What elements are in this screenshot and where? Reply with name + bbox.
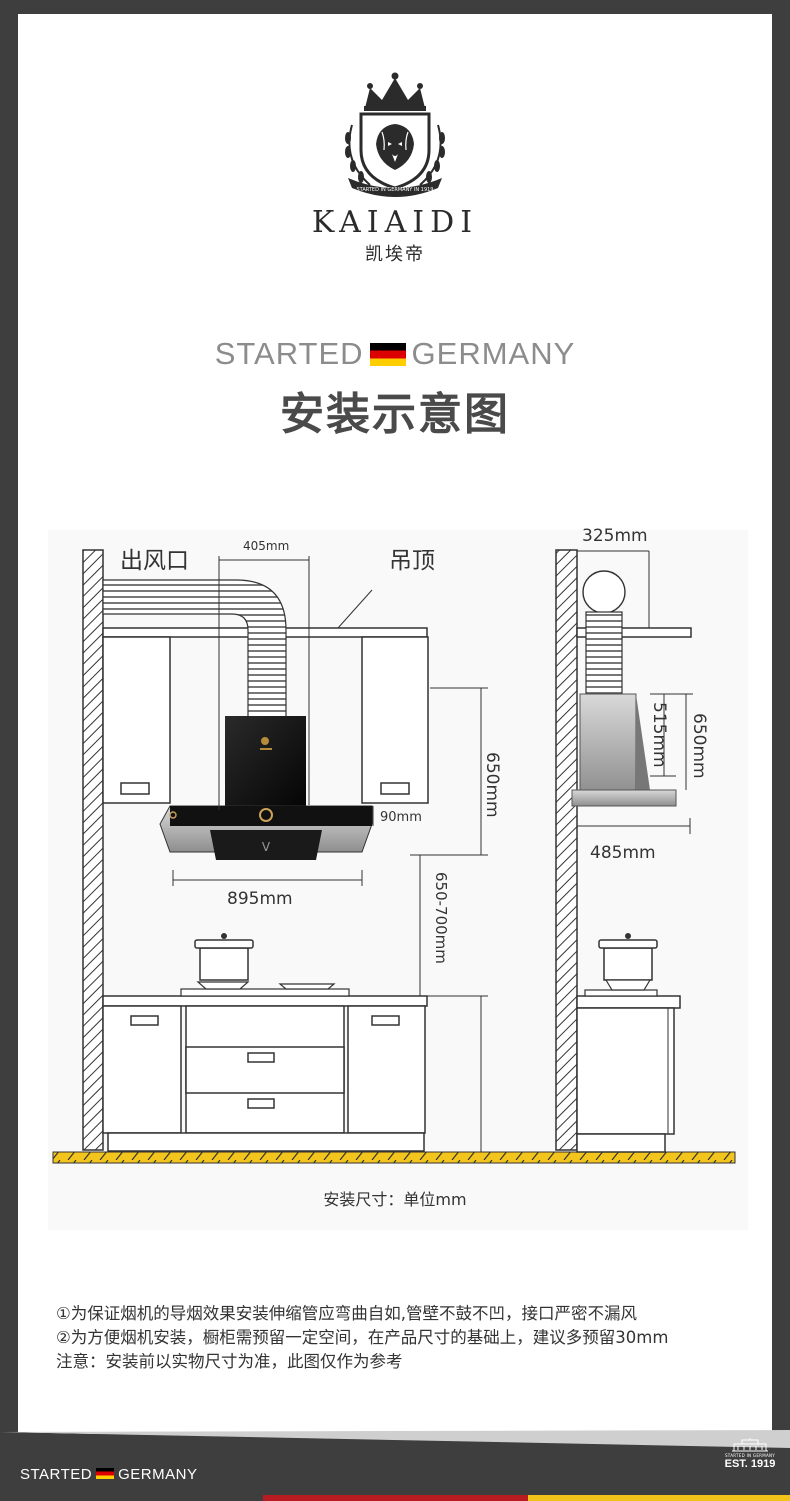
floor-strip bbox=[52, 1151, 736, 1164]
svg-text:STARTED IN GERMANY IN 1919: STARTED IN GERMANY IN 1919 bbox=[357, 187, 434, 193]
label-325mm: 325mm bbox=[582, 526, 648, 546]
building-icon bbox=[732, 1438, 768, 1452]
side-view bbox=[555, 549, 693, 1153]
label-outlet: 出风口 bbox=[120, 548, 189, 574]
note-2: ②为方便烟机安装，橱柜需预留一定空间，在产品尺寸的基础上，建议多预留30mm bbox=[56, 1328, 669, 1347]
brand-name-cn: 凯埃帝 bbox=[365, 244, 425, 265]
brand-name: KAIAIDI bbox=[311, 205, 479, 240]
label-90mm: 90mm bbox=[380, 810, 422, 825]
label-485mm: 485mm bbox=[590, 843, 656, 863]
label-515mm: 515mm bbox=[649, 702, 669, 768]
est-badge: STARTED IN GERMANY EST. 1919 bbox=[724, 1436, 776, 1482]
page-title: 安装示意图 bbox=[280, 389, 510, 440]
footer-started-germany: STARTED GERMANY bbox=[20, 1466, 197, 1483]
footer-flag-icon bbox=[96, 1468, 115, 1479]
front-view: V bbox=[82, 549, 488, 1152]
label-650mm-side: 650mm bbox=[689, 713, 709, 779]
started-germany-heading: STARTED GERMANY bbox=[0, 336, 790, 372]
front-wall bbox=[82, 549, 104, 1151]
german-flag-icon bbox=[369, 343, 406, 366]
installation-notes: ①为保证烟机的导烟效果安装伸缩管应弯曲自如,管壁不鼓不凹，接口严密不漏风 ②为方… bbox=[56, 1302, 756, 1374]
upper-cabinet-left bbox=[102, 636, 171, 804]
side-hood-body bbox=[579, 693, 637, 795]
side-wall bbox=[555, 549, 578, 1151]
footer-started-text: STARTED bbox=[20, 1466, 93, 1483]
badge-small-text: STARTED IN GERMANY bbox=[724, 1453, 776, 1458]
label-650mm-front: 650mm bbox=[482, 752, 502, 818]
label-895mm: 895mm bbox=[227, 889, 293, 909]
brand-logo: STARTED IN GERMANY IN 1919 bbox=[345, 72, 445, 197]
label-650-700mm: 650-700mm bbox=[432, 872, 450, 964]
badge-est-text: EST. 1919 bbox=[724, 1458, 776, 1470]
svg-text:V: V bbox=[262, 840, 271, 854]
upper-cabinet-right bbox=[361, 636, 429, 804]
hood-chimney bbox=[225, 716, 306, 806]
germany-text: GERMANY bbox=[411, 336, 576, 371]
side-ceiling-board bbox=[576, 627, 692, 638]
countertop bbox=[102, 995, 428, 1007]
cooking-pot bbox=[199, 947, 249, 981]
footer-band bbox=[0, 1430, 790, 1501]
unit-note: 安装尺寸：单位mm bbox=[323, 1190, 467, 1209]
label-ceiling: 吊顶 bbox=[389, 548, 435, 574]
started-text: STARTED bbox=[214, 336, 364, 371]
note-1: ①为保证烟机的导烟效果安装伸缩管应弯曲自如,管壁不鼓不凹，接口严密不漏风 bbox=[56, 1304, 638, 1323]
footer-germany-text: GERMANY bbox=[118, 1466, 198, 1483]
side-cooking-pot bbox=[603, 947, 653, 981]
label-405mm: 405mm bbox=[243, 539, 289, 553]
side-exhaust-duct bbox=[585, 611, 623, 695]
cooktop bbox=[180, 988, 350, 997]
note-attention: 注意：安装前以实物尺寸为准，此图仅作为参考 bbox=[56, 1352, 403, 1371]
